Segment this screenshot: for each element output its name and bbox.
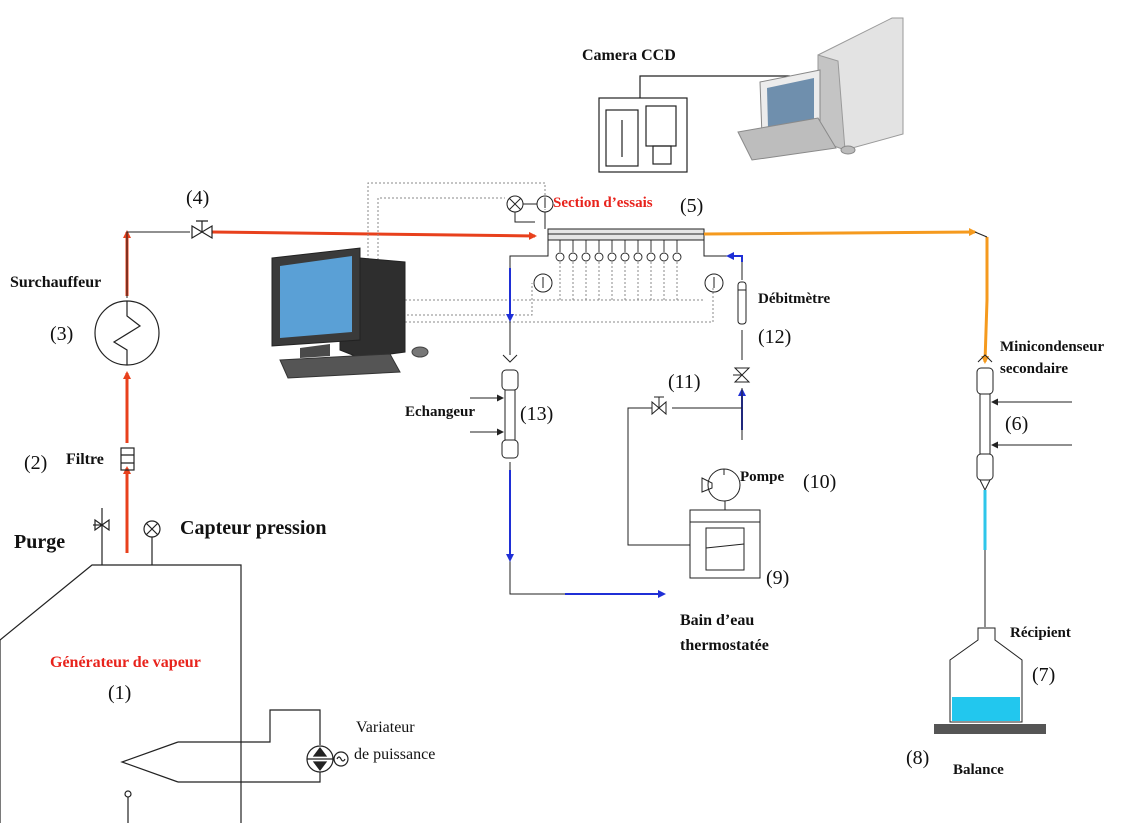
label-power-variator-1: Variateur (356, 719, 415, 736)
label-pump-num: (10) (803, 471, 837, 493)
label-container-num: (7) (1032, 664, 1056, 686)
thermocouple-row (555, 240, 682, 262)
thermocouple-icon (633, 252, 643, 262)
water-bath-icon (689, 501, 761, 579)
label-flowmeter-num: (12) (758, 326, 792, 348)
thermocouple-icon (555, 252, 565, 262)
flowmeter-icon (737, 281, 747, 325)
label-generator-num: (1) (108, 682, 132, 704)
thermocouple-icon (620, 252, 630, 262)
filter-icon (120, 447, 135, 471)
label-flowmeter: Débitmètre (758, 291, 831, 307)
label-balance: Balance (953, 762, 1004, 778)
ccd-camera-icon (598, 75, 790, 173)
label-condenser-num: (6) (1005, 413, 1029, 435)
label-pump: Pompe (740, 469, 785, 485)
purge-valve-icon (93, 508, 110, 565)
label-exchanger: Echangeur (405, 404, 476, 420)
pressure-sensor-icon (143, 520, 161, 565)
thermocouple-icon (646, 252, 656, 262)
label-superheater: Surchauffeur (10, 274, 102, 291)
thermocouple-icon (607, 252, 617, 262)
thermocouple-icon (594, 252, 604, 262)
label-balance-num: (8) (906, 747, 930, 769)
label-valve-4-num: (4) (186, 187, 210, 209)
label-superheater-num: (3) (50, 323, 74, 345)
pump-icon (701, 468, 741, 502)
label-bath-num: (9) (766, 567, 790, 589)
label-bath-2: thermostatée (680, 637, 769, 654)
thermocouple-icon (672, 252, 682, 262)
collected-water (952, 697, 1020, 721)
label-condenser-1: Minicondenseur (1000, 339, 1105, 355)
label-filter: Filtre (66, 451, 104, 468)
label-container: Récipient (1010, 625, 1071, 641)
label-bath-1: Bain d’eau (680, 612, 755, 629)
label-pressure-sensor: Capteur pression (180, 517, 327, 539)
outlet-line (703, 228, 990, 364)
thermocouple-icon (568, 252, 578, 262)
balance-plate (934, 724, 1046, 734)
test-section (547, 228, 705, 241)
inlet-sensors-icon (506, 195, 554, 229)
computer-icon-acquisition (271, 247, 429, 379)
computer-icon-camera (737, 17, 904, 161)
label-filter-num: (2) (24, 452, 48, 474)
superheater-icon (94, 300, 160, 366)
label-exchanger-num: (13) (520, 403, 554, 425)
valve-11-icon (651, 396, 667, 416)
container-icon (949, 627, 1023, 723)
label-generator: Générateur de vapeur (50, 654, 201, 671)
coolant-thermometers-icon (533, 273, 724, 293)
label-purge: Purge (14, 531, 66, 553)
thermocouple-icon (581, 252, 591, 262)
valve-12-icon (733, 367, 751, 383)
secondary-condenser-icon (976, 354, 1072, 492)
valve-4-icon (191, 220, 213, 240)
coolant-loop (506, 240, 746, 598)
label-test-section-num: (5) (680, 195, 704, 217)
label-camera: Camera CCD (582, 47, 676, 64)
thermocouple-icon (659, 252, 669, 262)
label-valve-11-num: (11) (668, 371, 701, 393)
label-test-section: Section d’essais (553, 195, 653, 211)
steam-generator (0, 564, 242, 823)
label-power-variator-2: de puissance (354, 746, 436, 763)
heater-element-icon (120, 709, 349, 823)
instrument-wires (367, 182, 714, 323)
label-condenser-2: secondaire (1000, 361, 1069, 377)
exchanger-icon (470, 354, 519, 459)
